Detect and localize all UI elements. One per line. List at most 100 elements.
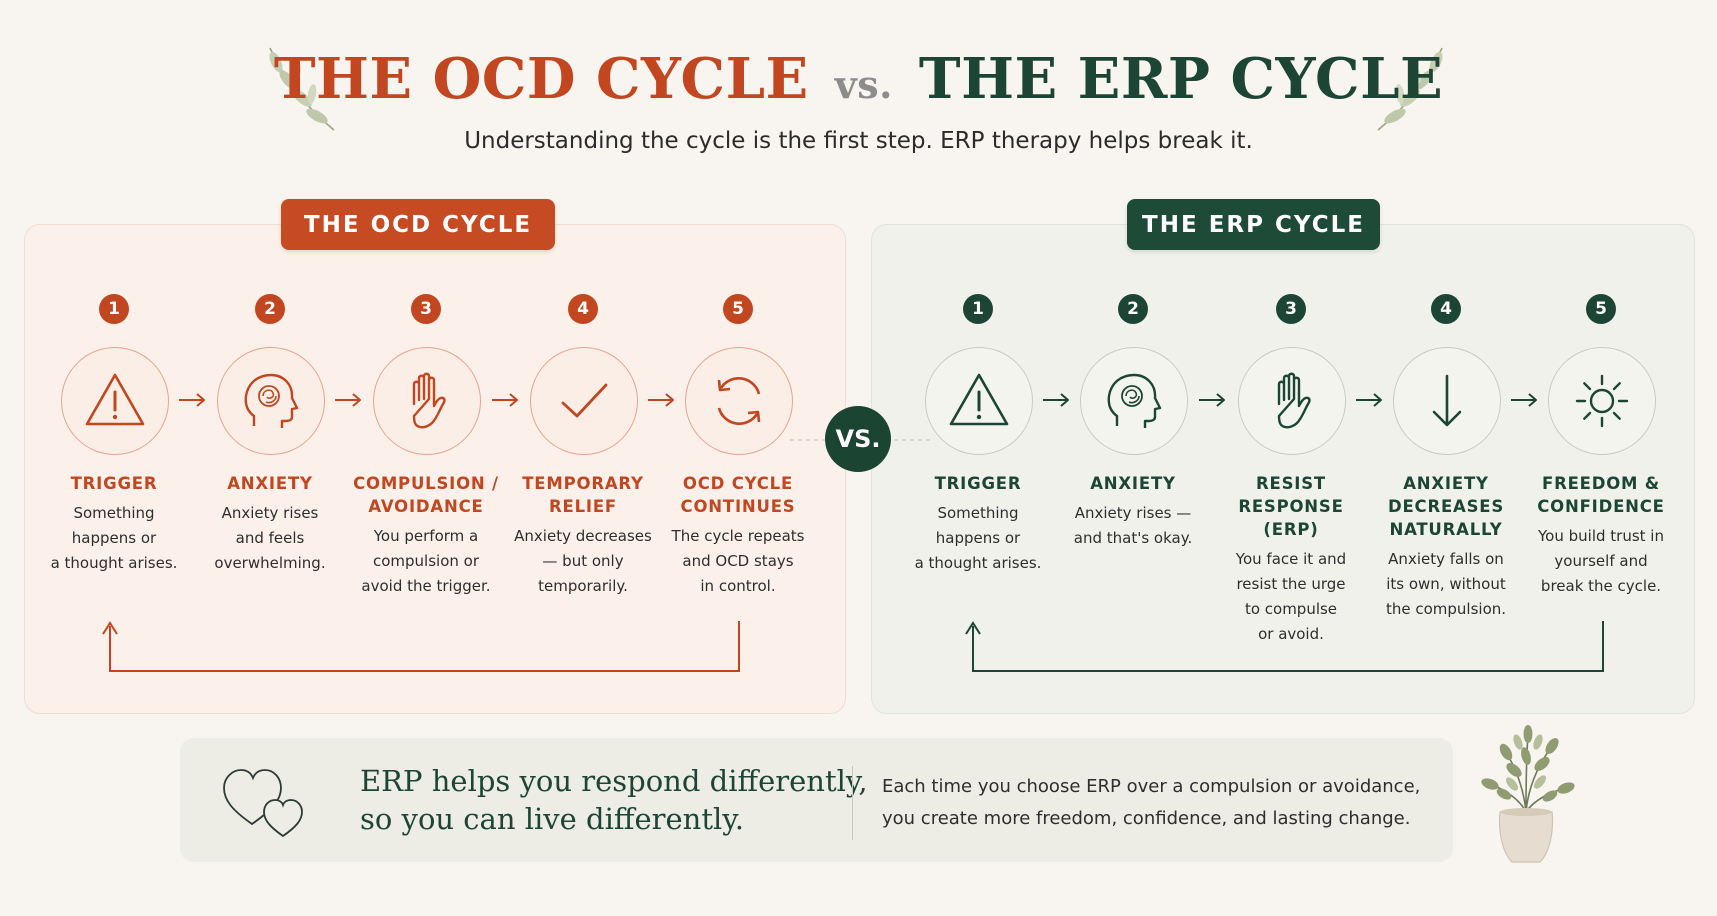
- erp-step-3-title-line: (ERP): [1263, 520, 1319, 539]
- erp-step-2-desc-line: Anxiety rises —: [1074, 504, 1192, 522]
- title-erp: THE ERP CYCLE: [918, 46, 1444, 112]
- ocd-step-4-title-line: RELIEF: [549, 497, 617, 516]
- erp-step-4-title-line: DECREASES: [1387, 497, 1505, 516]
- ocd-step-5-desc-line: and OCD stays: [682, 552, 794, 570]
- ocd-step-3-title-line: AVOIDANCE: [368, 497, 484, 516]
- erp-step-2-circle: [1080, 347, 1188, 455]
- hearts-icon: [223, 769, 303, 838]
- erp-step-1-number: 1: [963, 294, 993, 324]
- ocd-step-1-circle: [61, 347, 169, 455]
- ocd-step-3-title: COMPULSION /AVOIDANCE: [351, 472, 501, 518]
- ocd-flow-arrow: [491, 392, 519, 408]
- ocd-step-2-desc-line: and feels: [235, 529, 305, 547]
- erp-flow-arrow: [1042, 392, 1070, 408]
- ocd-return-loop: [102, 621, 740, 672]
- erp-step-2-title: ANXIETY: [1058, 472, 1208, 495]
- cycle-arrows-icon: [717, 377, 761, 425]
- erp-step-5-desc-line: yourself and: [1554, 552, 1648, 570]
- erp-step-3-desc-line: resist the urge: [1236, 575, 1346, 593]
- ocd-step-5-description: The cycle repeats and OCD stays in control…: [663, 524, 813, 599]
- erp-step-1-desc-line: a thought arises.: [914, 554, 1042, 572]
- ocd-step-4-number: 4: [568, 294, 598, 324]
- erp-step-1-desc-line: Something: [937, 504, 1019, 522]
- erp-step-1-title-line: TRIGGER: [934, 474, 1022, 493]
- title-vs: vs.: [834, 62, 893, 107]
- warning-icon: [85, 373, 145, 426]
- ocd-step-5-title-line: OCD CYCLE: [682, 474, 794, 493]
- quote-line-1: ERP helps you respond differently,: [360, 764, 868, 798]
- ocd-step-3-desc-line: compulsion or: [372, 552, 479, 570]
- erp-step-3-title-line: RESIST: [1256, 474, 1326, 493]
- ocd-step-5-circle: [685, 347, 793, 455]
- laurel-left-icon: [269, 47, 335, 131]
- ocd-cycle-label: THE OCD CYCLE: [281, 199, 555, 250]
- page-subtitle: Understanding the cycle is the first ste…: [464, 128, 1253, 154]
- head-brain-icon: [244, 373, 299, 428]
- bottom-divider: [852, 766, 853, 840]
- erp-flow-arrow: [1510, 392, 1538, 408]
- bottom-desc-line-1: Each time you choose ERP over a compulsi…: [882, 776, 1421, 797]
- potted-plant-icon: [1481, 725, 1575, 863]
- ocd-step-2-title-line: ANXIETY: [227, 474, 313, 493]
- erp-step-4-title-line: ANXIETY: [1403, 474, 1489, 493]
- erp-step-2-description: Anxiety rises — and that's okay.: [1058, 501, 1208, 551]
- ocd-step-4-desc-line: temporarily.: [538, 577, 628, 595]
- page-title: THE OCD CYCLE vs. THE ERP CYCLE: [0, 46, 1717, 112]
- ocd-step-2-circle: [217, 347, 325, 455]
- erp-step-5-desc-line: You build trust in: [1538, 527, 1664, 545]
- erp-step-1-circle: [925, 347, 1033, 455]
- erp-step-4-desc-line: Anxiety falls on: [1388, 550, 1504, 568]
- erp-step-2-title-line: ANXIETY: [1090, 474, 1176, 493]
- erp-step-4-number: 4: [1431, 294, 1461, 324]
- erp-step-4-description: Anxiety falls on its own, without the comp…: [1371, 547, 1521, 622]
- erp-step-4-title-line: NATURALLY: [1389, 520, 1503, 539]
- ocd-step-2-desc-line: overwhelming.: [214, 554, 326, 572]
- ocd-step-4-description: Anxiety decreases — but only temporarily.: [508, 524, 658, 599]
- laurel-right-icon: [1377, 47, 1443, 131]
- erp-step-5-title: FREEDOM &CONFIDENCE: [1526, 472, 1676, 518]
- erp-step-4-circle: [1393, 347, 1501, 455]
- ocd-step-4-desc-line: Anxiety decreases: [514, 527, 652, 545]
- erp-step-4-desc-line: the compulsion.: [1385, 600, 1507, 618]
- ocd-step-4-desc-line: — but only: [542, 552, 624, 570]
- ocd-step-5-title: OCD CYCLE CONTINUES: [663, 472, 813, 518]
- erp-step-5-number: 5: [1586, 294, 1616, 324]
- erp-step-2-desc-line: and that's okay.: [1073, 529, 1193, 547]
- ocd-flow-arrow: [334, 392, 362, 408]
- ocd-step-5-number: 5: [723, 294, 753, 324]
- erp-cycle-label: THE ERP CYCLE: [1127, 199, 1380, 250]
- ocd-step-2-number: 2: [255, 294, 285, 324]
- ocd-step-5-title-line: CONTINUES: [680, 497, 796, 516]
- ocd-step-4-circle: [530, 347, 638, 455]
- ocd-flow-arrow: [647, 392, 675, 408]
- erp-step-2-number: 2: [1118, 294, 1148, 324]
- ocd-step-5-desc-line: The cycle repeats: [671, 527, 805, 545]
- erp-step-1-title: TRIGGER: [903, 472, 1053, 495]
- sun-icon: [1575, 374, 1629, 428]
- down-arrow-icon: [1432, 374, 1462, 427]
- erp-step-1-desc-line: happens or: [935, 529, 1021, 547]
- erp-step-3-desc-line: to compulse: [1244, 600, 1338, 618]
- erp-flow-arrow: [1198, 392, 1226, 408]
- erp-step-5-circle: [1548, 347, 1656, 455]
- title-ocd: THE OCD CYCLE: [273, 46, 809, 112]
- hand-icon: [412, 372, 446, 429]
- ocd-step-2-title: ANXIETY: [195, 472, 345, 495]
- erp-step-5-description: You build trust in yourself and break the …: [1526, 524, 1676, 599]
- head-brain-icon: [1107, 373, 1162, 428]
- checkmark-icon: [561, 383, 608, 418]
- ocd-flow-arrow: [178, 392, 206, 408]
- bottom-quote: ERP helps you respond differently, so yo…: [360, 762, 868, 838]
- ocd-step-3-desc-line: avoid the trigger.: [361, 577, 491, 595]
- erp-step-5-title-line: FREEDOM &: [1542, 474, 1660, 493]
- erp-step-1-description: Something happens or a thought arises.: [903, 501, 1053, 576]
- erp-step-4-desc-line: its own, without: [1386, 575, 1506, 593]
- ocd-step-3-number: 3: [411, 294, 441, 324]
- ocd-step-5-desc-line: in control.: [700, 577, 776, 595]
- erp-step-5-desc-line: break the cycle.: [1540, 577, 1662, 595]
